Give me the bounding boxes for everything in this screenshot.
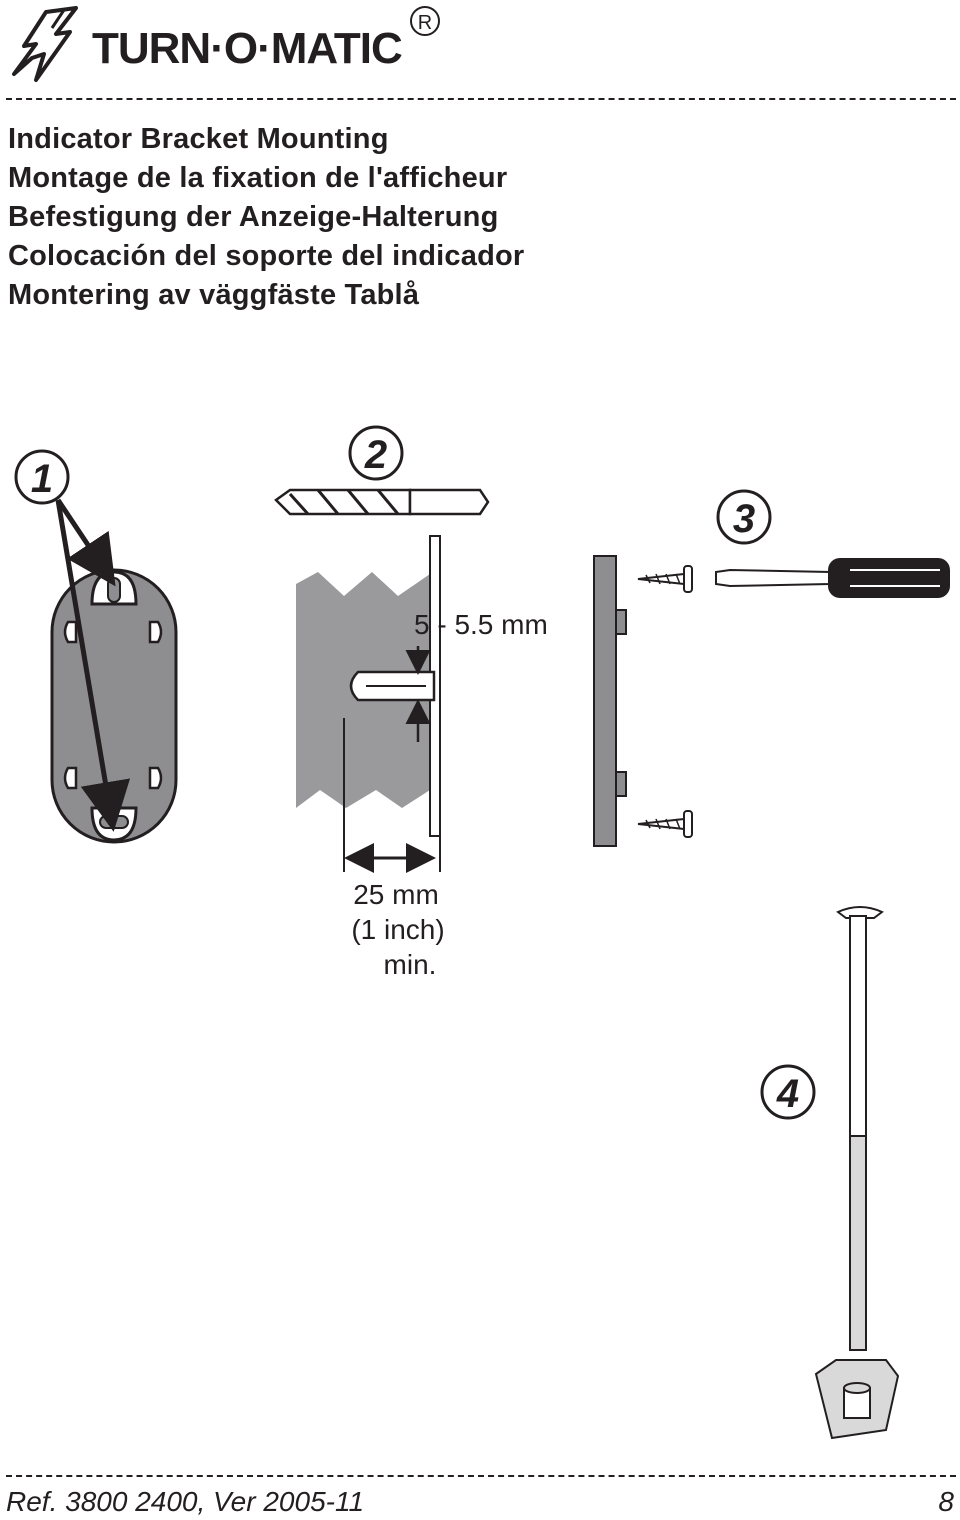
title-list: Indicator Bracket Mounting Montage de la… [8, 120, 524, 315]
title-english: Indicator Bracket Mounting [8, 123, 389, 155]
depth-label-2: (1 inch) [351, 914, 444, 945]
header-divider [6, 98, 956, 100]
screwdriver-icon [715, 558, 950, 598]
footer-divider [6, 1475, 956, 1477]
step-4-badge: 4 [760, 1064, 816, 1120]
screw-top-icon [637, 565, 693, 593]
footer-reference: Ref. 3800 2400, Ver 2005-11 [6, 1486, 365, 1517]
title-german: Befestigung der Anzeige-Halterung [8, 201, 499, 233]
depth-label-1: 25 mm [353, 879, 439, 910]
title-french: Montage de la fixation de l'afficheur [8, 162, 508, 194]
indicator-pole [814, 906, 900, 1440]
depth-label-3: min. [384, 949, 437, 980]
title-swedish: Montering av väggfäste Tablå [8, 279, 420, 311]
brand-name: TURN·O·MATIC [92, 24, 403, 73]
drill-diameter-label: 5 - 5.5 mm [414, 609, 548, 640]
pointer-bottom-slot [55, 499, 131, 832]
bracket-plate [50, 568, 178, 844]
page-number: 8 [938, 1486, 954, 1517]
title-spanish: Colocación del soporte del indicador [8, 240, 525, 272]
step-2-badge: 2 [348, 425, 404, 481]
wall-plug-icon [349, 670, 436, 702]
step-2-number: 2 [364, 433, 387, 477]
pointer-top-slot [55, 498, 116, 587]
bracket-side-view [593, 555, 627, 847]
step-1-number: 1 [31, 457, 53, 501]
step-4-number: 4 [776, 1072, 799, 1116]
step-3-number: 3 [733, 497, 755, 541]
mounting-illustration: 1 2 5 - 5.5 mm 25 mm (1 inch) min. [14, 425, 950, 1440]
step-1-badge: 1 [14, 449, 70, 505]
screw-bottom-icon [637, 810, 693, 838]
step-3-badge: 3 [716, 489, 772, 545]
drill-bit-icon [274, 488, 490, 516]
lightning-hand-icon [12, 6, 78, 82]
registered-mark: R [410, 6, 440, 36]
